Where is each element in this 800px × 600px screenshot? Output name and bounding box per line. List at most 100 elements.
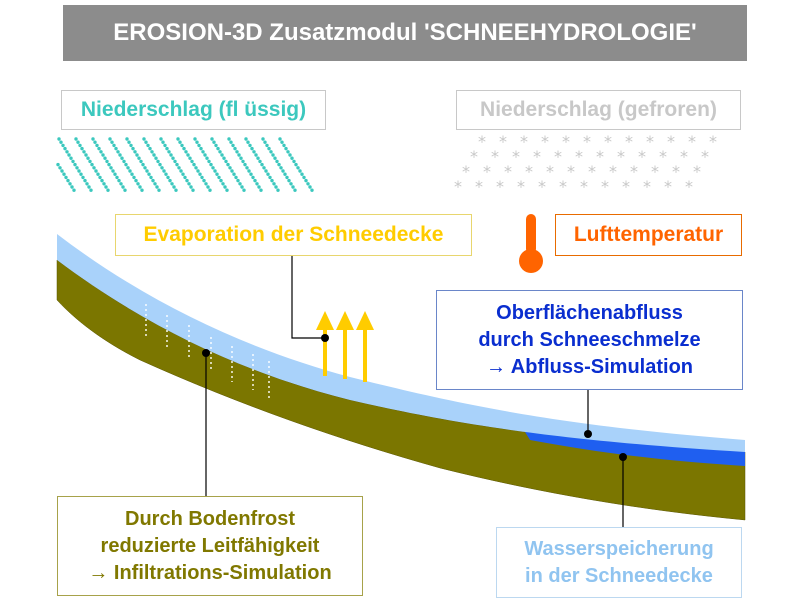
snowflake: *	[562, 132, 570, 151]
snowflake: *	[617, 147, 625, 166]
frost-line-3: → Infiltrations-Simulation	[88, 561, 332, 584]
rain-drop	[67, 153, 71, 157]
rain-drop	[199, 146, 203, 151]
rain-drop	[63, 146, 67, 151]
snowflake: *	[483, 162, 491, 181]
rain-drop	[233, 146, 237, 151]
rain-drop	[196, 169, 200, 173]
rain-drop	[214, 143, 218, 148]
rain-drop	[242, 188, 246, 192]
rain-drop	[257, 185, 261, 189]
rain-drop	[147, 172, 151, 176]
page-title: EROSION-3D Zusatzmodul 'SCHNEEHYDROLOGIE…	[63, 5, 747, 61]
rain-drop	[278, 137, 282, 141]
rain-drop	[264, 169, 268, 173]
rain-drop	[149, 175, 153, 180]
snowflake: *	[643, 177, 651, 196]
storage-line-2: in der Schneedecke	[525, 564, 713, 587]
snowflake: *	[462, 162, 470, 181]
rain-drop	[280, 140, 284, 144]
rain-drop	[178, 140, 182, 144]
rain-drop	[275, 159, 279, 164]
rain-drop	[195, 140, 199, 144]
rain-drop	[169, 153, 173, 157]
frost-line-2: reduzierte Leitfähigkeit	[100, 534, 320, 557]
rain-drop	[176, 137, 180, 141]
runoff-line-1: Oberflächenabfluss	[496, 301, 683, 324]
rain-drop	[246, 140, 250, 144]
rain-drop	[231, 143, 235, 148]
snowflake: *	[546, 162, 554, 181]
snowflake: *	[680, 147, 688, 166]
rain-drop	[300, 172, 304, 176]
rain-drop	[70, 185, 74, 189]
rain-drop	[192, 162, 196, 167]
rain-drop	[262, 166, 266, 170]
rain-drop	[76, 140, 80, 144]
rain-drop	[126, 166, 130, 170]
rain-drop	[222, 156, 226, 160]
rain-drop	[66, 178, 70, 183]
rain-drop	[101, 153, 105, 157]
rain-drop	[204, 182, 208, 186]
rain-drop	[106, 188, 110, 192]
rain-drop	[193, 137, 197, 141]
snowpack-layer	[57, 234, 745, 452]
rain-drop	[133, 150, 137, 154]
rain-drop	[188, 156, 192, 160]
snowflake: *	[638, 147, 646, 166]
snowflake: *	[672, 162, 680, 181]
rain-drop	[171, 156, 175, 160]
rain-drop	[282, 143, 286, 148]
rain-drop	[216, 146, 220, 151]
rain-drop	[181, 172, 185, 176]
rain-drop	[215, 172, 219, 176]
rain-drop	[244, 137, 248, 141]
snowflake: *	[588, 162, 596, 181]
rain-drop	[152, 153, 156, 157]
rain-drop	[136, 182, 140, 186]
rain-drop	[255, 182, 259, 186]
rain-drop	[221, 182, 225, 186]
rain-drop	[109, 166, 113, 170]
snowflake: *	[667, 132, 675, 151]
rain-drop	[103, 156, 107, 160]
thermometer-icon	[519, 214, 543, 273]
temperature-label: Lufttemperatur	[555, 214, 742, 256]
rain-drop	[283, 172, 287, 176]
rain-drop	[118, 153, 122, 157]
rain-drop	[298, 169, 302, 173]
rain-drop	[203, 153, 207, 157]
rain-drop	[150, 150, 154, 154]
snowflake: *	[525, 162, 533, 181]
runoff-line-3: → Abfluss-Simulation	[485, 355, 694, 378]
rain-drop	[210, 137, 214, 141]
rain-drop	[306, 182, 310, 186]
rain-drop	[251, 175, 255, 180]
leader-dots	[202, 334, 627, 461]
rain-drop	[285, 175, 289, 180]
rain-drop	[143, 166, 147, 170]
rain-drop	[270, 178, 274, 183]
rain-drop	[159, 137, 163, 141]
rain-drop	[144, 140, 148, 144]
rain-drop	[131, 146, 135, 151]
rain-drop	[119, 182, 123, 186]
rain-drop	[172, 185, 176, 189]
rain-drop	[130, 172, 134, 176]
rain-drop	[254, 153, 258, 157]
snowflake: *	[625, 132, 633, 151]
rain-drop	[58, 166, 62, 170]
evaporation-label: Evaporation der Schneedecke	[115, 214, 472, 256]
rain-drop	[155, 185, 159, 189]
rain-drop	[182, 146, 186, 151]
rain-drop	[174, 188, 178, 192]
rain-drop	[124, 162, 128, 167]
rain-drop	[184, 150, 188, 154]
rain-drop	[153, 182, 157, 186]
rain-drop	[240, 185, 244, 189]
rain-drop	[294, 162, 298, 167]
rain-drop	[206, 185, 210, 189]
frost-label: Durch Bodenfrost reduzierte Leitfähigkei…	[57, 496, 363, 596]
